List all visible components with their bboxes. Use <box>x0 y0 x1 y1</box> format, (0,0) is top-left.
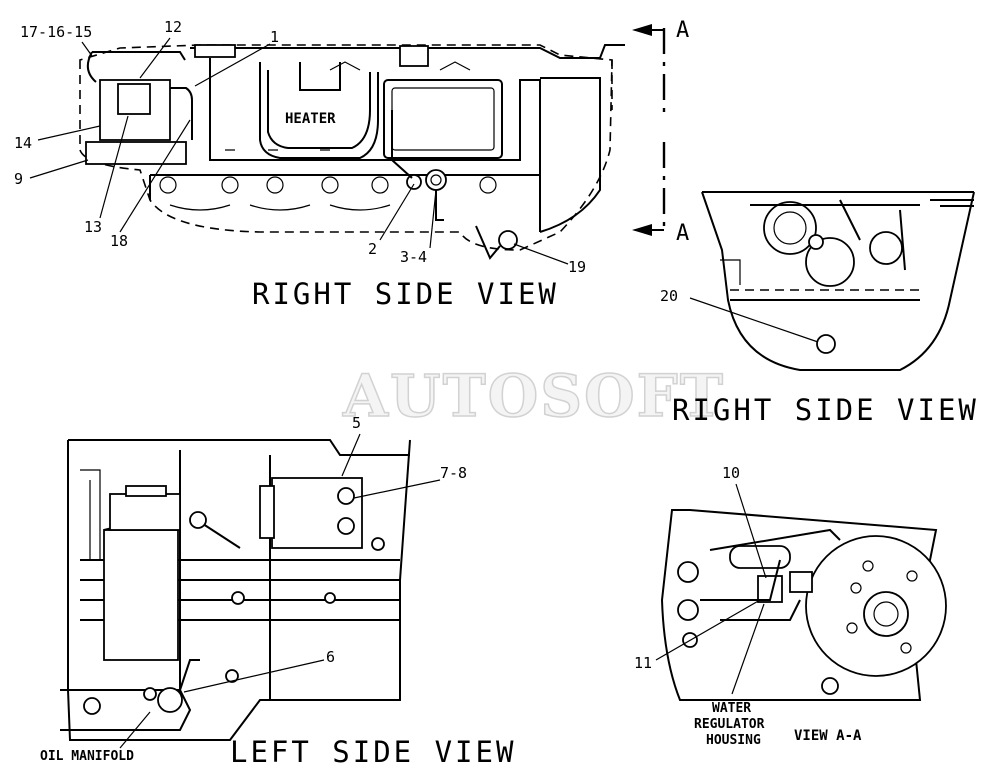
callout-7-8: 7-8 <box>440 464 467 482</box>
view-aa-drawing <box>660 509 947 701</box>
left-side-view-title: LEFT SIDE VIEW <box>230 735 516 769</box>
callout-5: 5 <box>352 414 361 432</box>
section-marker-bottom-label: A <box>676 221 691 246</box>
section-marker-aa: A A <box>632 18 691 246</box>
heater-label: HEATER <box>285 111 336 127</box>
callout-3-4: 3-4 <box>400 248 427 266</box>
callout-18: 18 <box>110 232 128 250</box>
right-side-detail-title: RIGHT SIDE VIEW <box>672 393 979 427</box>
view-aa-title: VIEW A-A <box>794 728 862 744</box>
callout-13: 13 <box>84 218 102 236</box>
callouts-right-side-view: 17-16-15 12 1 14 9 13 18 2 3-4 19 <box>14 18 586 276</box>
callout-2: 2 <box>368 240 377 258</box>
engine-right-side-drawing <box>79 44 625 260</box>
water-label: WATER <box>712 701 751 716</box>
right-side-view-title: RIGHT SIDE VIEW <box>252 277 559 311</box>
right-side-detail-drawing <box>701 191 975 371</box>
callout-9: 9 <box>14 170 23 188</box>
oil-manifold-label: OIL MANIFOLD <box>40 749 134 764</box>
callout-11: 11 <box>634 654 652 672</box>
regulator-label: REGULATOR <box>694 717 765 732</box>
callout-12: 12 <box>164 18 182 36</box>
callout-20: 20 <box>660 287 678 305</box>
callout-14: 14 <box>14 134 32 152</box>
callout-10: 10 <box>722 464 740 482</box>
callout-19: 19 <box>568 258 586 276</box>
watermark: AUTOSOFT <box>342 362 725 430</box>
callout-1: 1 <box>270 28 279 46</box>
left-side-drawing <box>60 439 411 741</box>
section-marker-top-label: A <box>676 18 691 43</box>
callout-17-16-15: 17-16-15 <box>20 23 92 41</box>
housing-label: HOUSING <box>706 733 761 748</box>
callout-6: 6 <box>326 648 335 666</box>
